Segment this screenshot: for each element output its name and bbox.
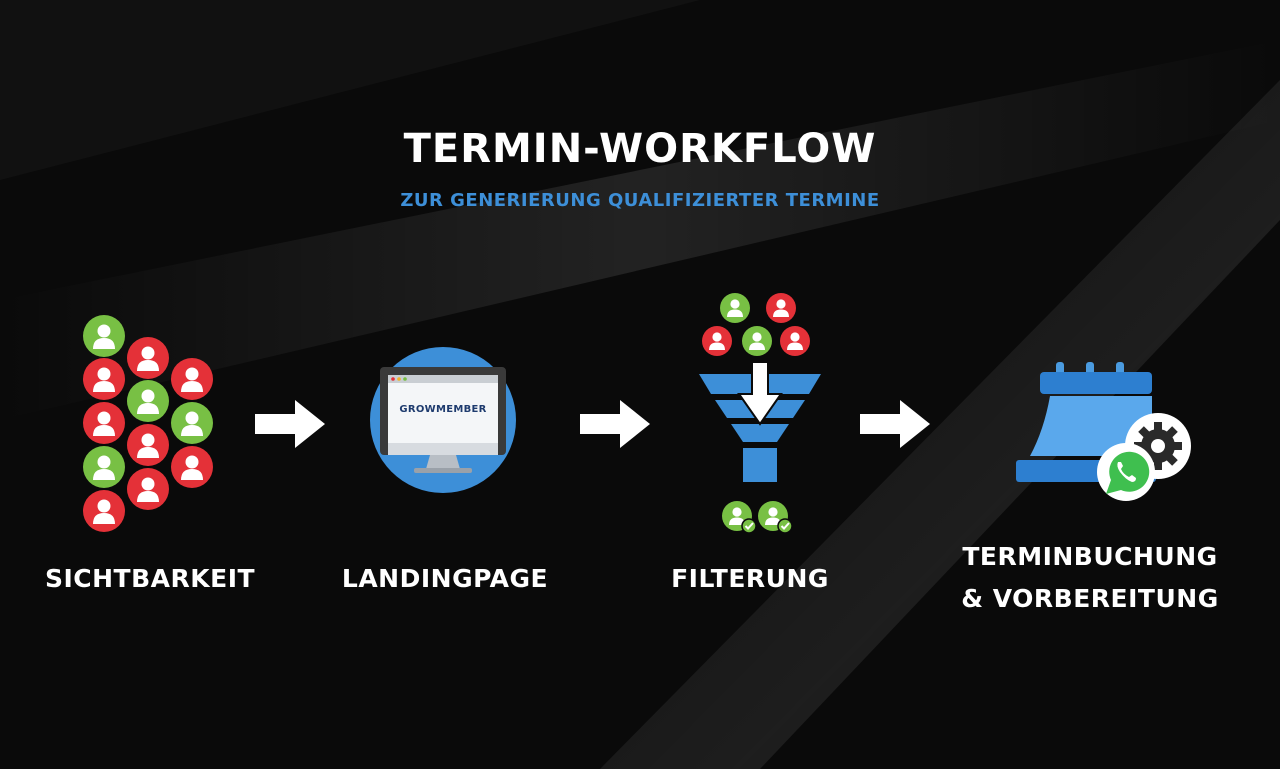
calendar-icon	[1016, 362, 1191, 501]
monitor-logo: GROWMEMBER	[399, 404, 487, 415]
page-title: TERMIN-WORKFLOW	[403, 126, 877, 172]
step-label-filterung: FILTERUNG	[671, 564, 829, 593]
monitor-icon	[370, 347, 516, 493]
step-label-terminbuchung: TERMINBUCHUNG & VORBEREITUNG	[920, 536, 1260, 620]
step-label-line-1: TERMINBUCHUNG	[962, 542, 1218, 571]
arrow-right-icon	[860, 400, 930, 448]
step-label-sichtbarkeit: SICHTBARKEIT	[44, 564, 256, 593]
people-crowd-icon	[83, 315, 213, 532]
step-label-line-2: & VORBEREITUNG	[961, 584, 1219, 613]
arrow-right-icon	[255, 400, 325, 448]
funnel-icon	[699, 293, 821, 534]
arrow-right-icon	[580, 400, 650, 448]
step-label-landingpage: LANDINGPAGE	[341, 564, 549, 593]
page-subtitle: ZUR GENERIERUNG QUALIFIZIERTER TERMINE	[400, 190, 880, 211]
whatsapp-icon	[1097, 443, 1155, 501]
